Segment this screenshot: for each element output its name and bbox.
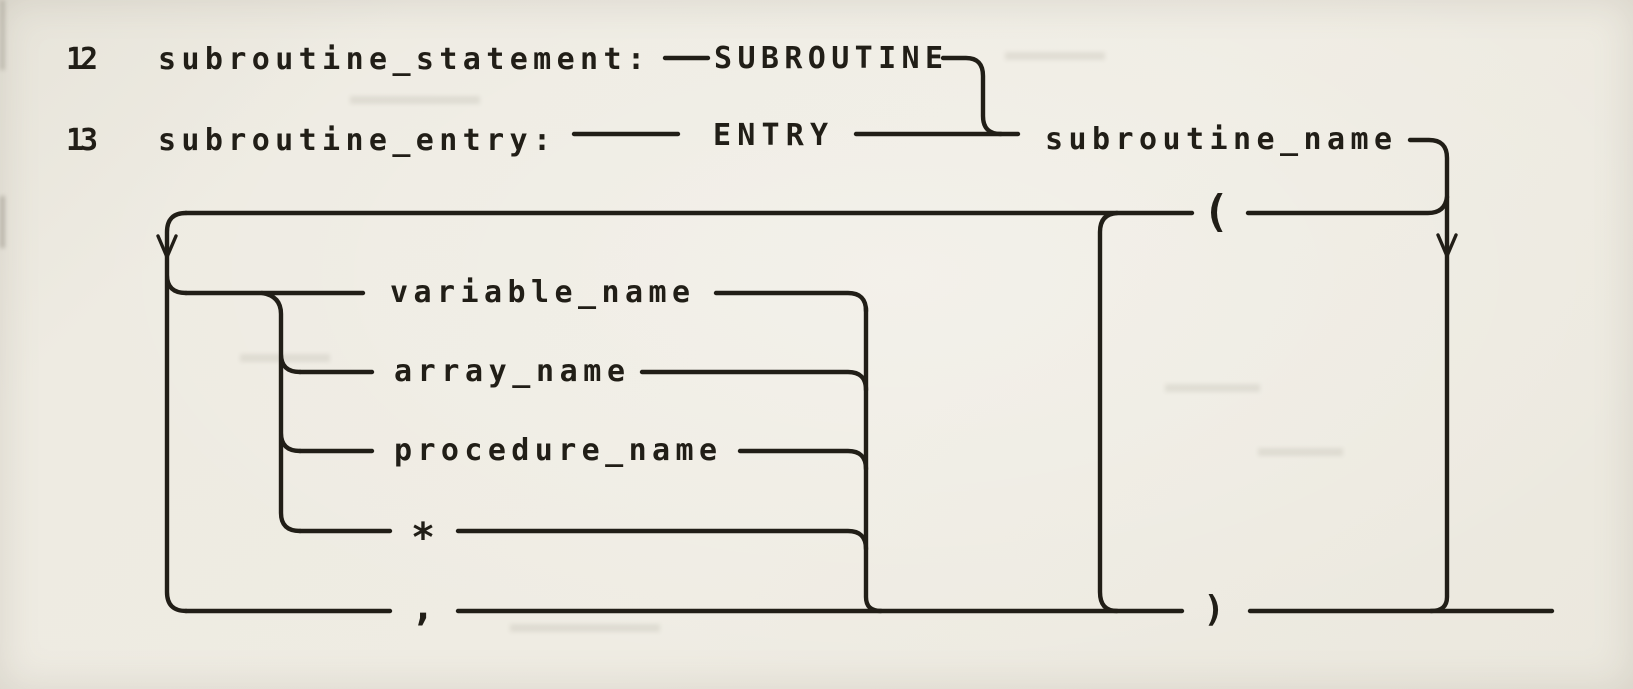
scan-edge-artifact — [0, 196, 5, 248]
left-loop-column-wire — [164, 210, 189, 614]
rule-13-name: subroutine_entry: — [158, 123, 551, 158]
rule-12-number: 12 — [66, 42, 98, 77]
skip-column-wire — [1097, 210, 1120, 614]
star-row-right-wire — [455, 528, 869, 552]
inner-branch-column-wire — [259, 290, 303, 534]
keyword-subroutine: SUBROUTINE — [714, 41, 943, 76]
right-down-arrowhead — [1436, 233, 1458, 261]
scan-smudge — [1258, 448, 1343, 456]
terminal-comma: , — [411, 584, 435, 630]
procedure-row-right-wire — [737, 448, 869, 472]
scan-smudge — [350, 96, 480, 104]
rule-12-name: subroutine_statement: — [158, 42, 645, 77]
left-down-arrowhead — [156, 234, 178, 262]
node-variable-name: variable_name — [390, 275, 690, 310]
argument-branches: variable_name array_name procedure_name … — [183, 275, 884, 614]
rule-13-number: 13 — [66, 123, 98, 158]
keyword-entry: ENTRY — [713, 118, 828, 153]
scan-smudge — [1005, 52, 1105, 60]
array-row-right-wire — [639, 369, 869, 393]
scan-smudge — [240, 354, 330, 362]
terminal-close-paren: ) — [1203, 589, 1225, 630]
open-paren-line: ( — [156, 186, 1450, 614]
branch-merge-column-wire — [863, 305, 884, 614]
close-paren-line: , ) — [183, 584, 1555, 630]
node-array-name: array_name — [394, 354, 625, 389]
paren-line-right-wire — [1245, 194, 1450, 216]
scan-ghost-marks — [240, 52, 1343, 632]
subroutine-drop-wire — [940, 55, 1004, 137]
rule-12-row: 12 subroutine_statement: SUBROUTINE — [66, 41, 1004, 137]
node-procedure-name: procedure_name — [394, 433, 717, 468]
terminal-open-paren: ( — [1203, 186, 1230, 237]
terminal-star: * — [411, 515, 435, 561]
variable-row-right-wire — [713, 290, 869, 314]
scan-smudge — [1165, 384, 1260, 392]
node-subroutine-name: subroutine_name — [1045, 122, 1392, 157]
rule-13-row: 13 subroutine_entry: ENTRY subroutine_na… — [66, 118, 1458, 614]
scan-smudge — [510, 624, 660, 632]
scan-edge-artifact — [0, 0, 5, 70]
